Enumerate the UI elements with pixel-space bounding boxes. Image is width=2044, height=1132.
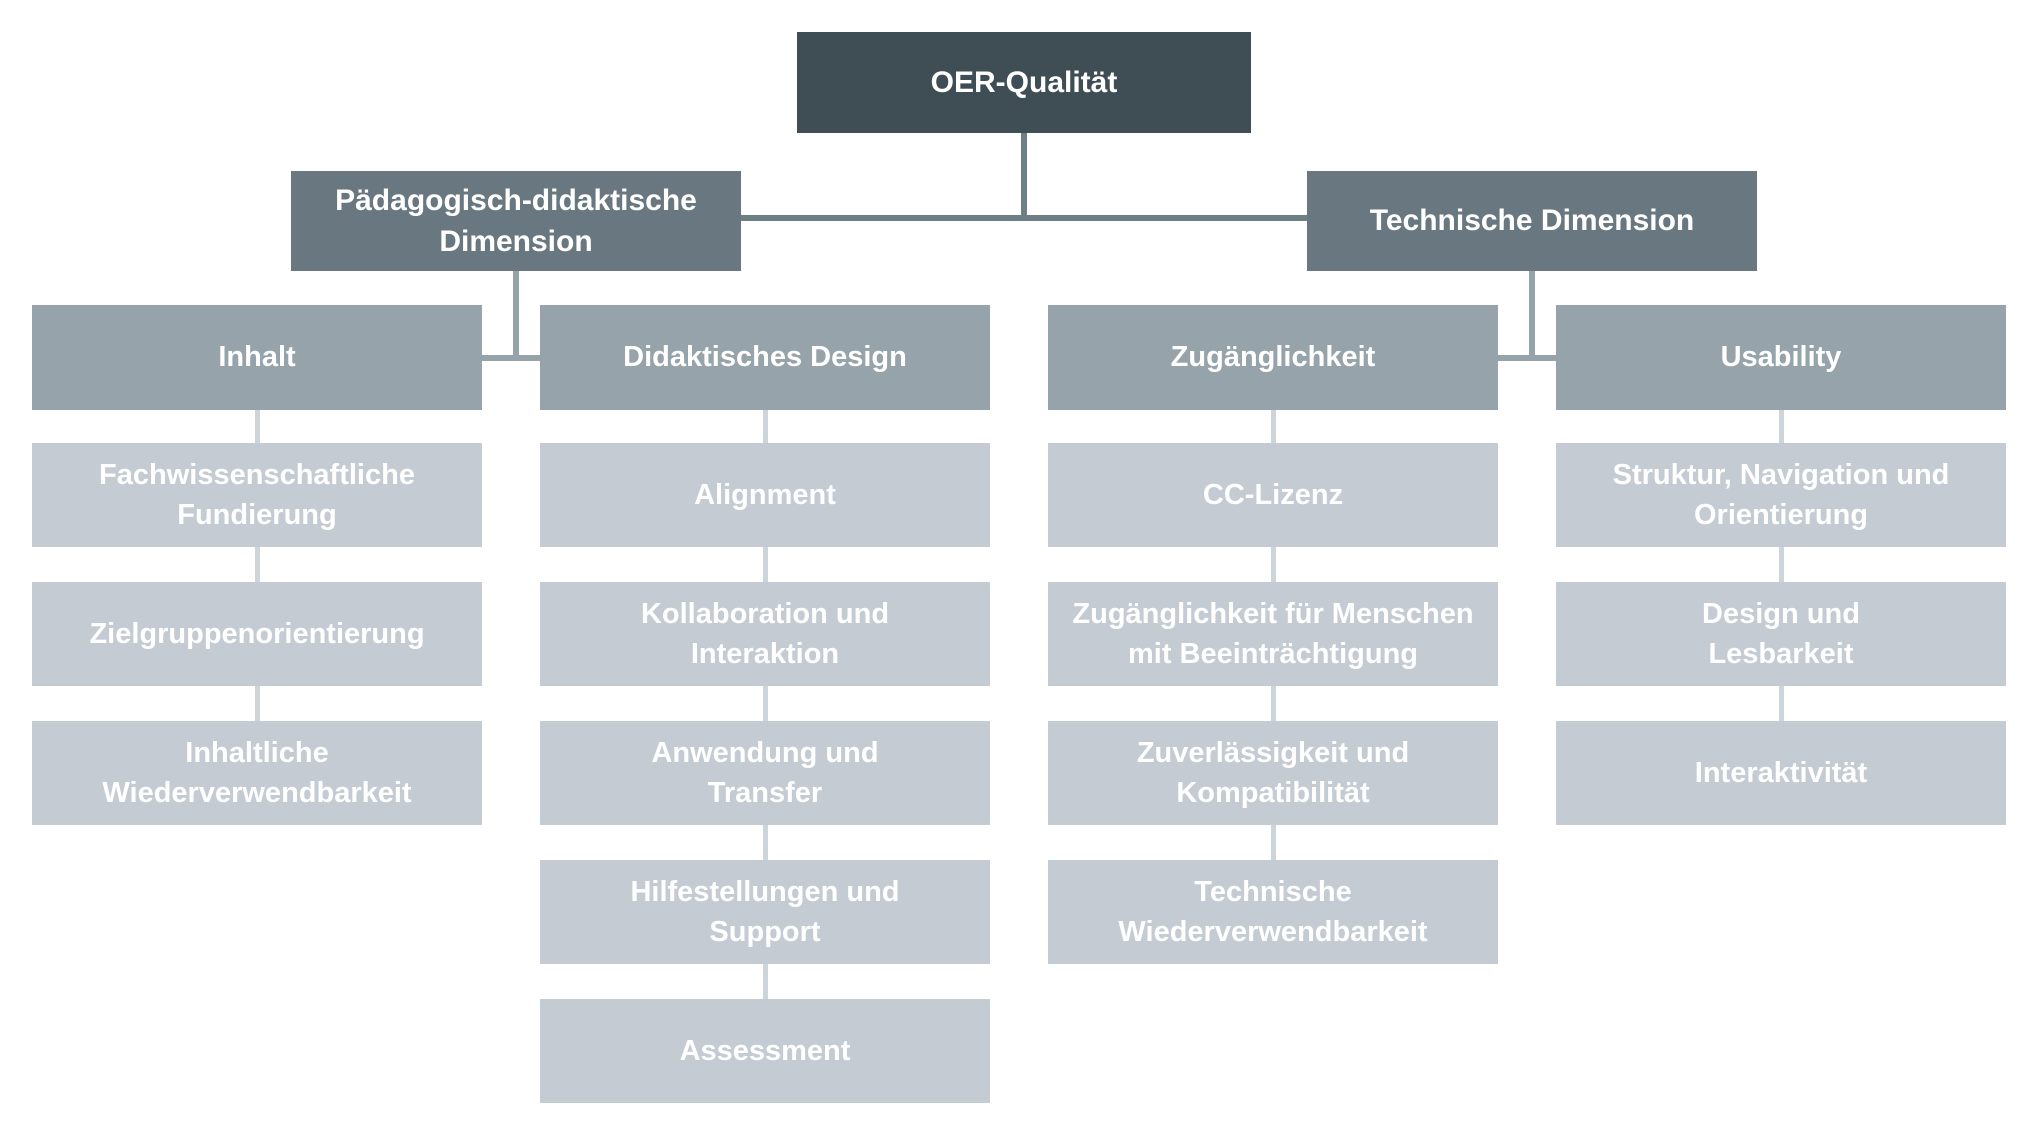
criterion-node-cc-lizenz: CC-Lizenz: [1048, 443, 1498, 547]
dimension-node-paedagogisch-didaktische: Pädagogisch-didaktische Dimension: [291, 171, 741, 271]
category-node-didaktisches-design: Didaktisches Design: [540, 305, 990, 410]
connector-zugaenglichkeit-4: [1270, 825, 1276, 860]
connector-inhalt-3: [254, 686, 260, 721]
connector-paedagogisch-drop: [513, 271, 519, 361]
connector-root-horizontal: [741, 215, 1307, 221]
connector-didaktisches-design-3: [762, 686, 768, 721]
criterion-node-anwendung-und-transfer: Anwendung und Transfer: [540, 721, 990, 825]
criterion-node-zuverlaessigkeit-und-kompatibilitaet: Zuverlässigkeit und Kompatibilität: [1048, 721, 1498, 825]
connector-usability-2: [1778, 547, 1784, 582]
connector-usability-1: [1778, 410, 1784, 443]
criterion-node-interaktivitaet: Interaktivität: [1556, 721, 2006, 825]
root-node-oer-qualitaet: OER-Qualität: [797, 32, 1251, 133]
criterion-node-zielgruppenorientierung: Zielgruppenorientierung: [32, 582, 482, 686]
category-node-usability: Usability: [1556, 305, 2006, 410]
connector-inhalt-2: [254, 547, 260, 582]
connector-didaktisches-design-4: [762, 825, 768, 860]
connector-zugaenglichkeit-1: [1270, 410, 1276, 443]
criterion-node-design-und-lesbarkeit: Design und Lesbarkeit: [1556, 582, 2006, 686]
category-node-zugaenglichkeit: Zugänglichkeit: [1048, 305, 1498, 410]
connector-zugaenglichkeit-2: [1270, 547, 1276, 582]
connector-didaktisches-design-2: [762, 547, 768, 582]
criterion-node-alignment: Alignment: [540, 443, 990, 547]
criterion-node-fachwissenschaftliche-fundierung: Fachwissenschaftliche Fundierung: [32, 443, 482, 547]
criterion-node-inhaltliche-wiederverwendbarkeit: Inhaltliche Wiederverwendbarkeit: [32, 721, 482, 825]
criterion-node-struktur-navigation-und-orientierung: Struktur, Navigation und Orientierung: [1556, 443, 2006, 547]
dimension-node-technische: Technische Dimension: [1307, 171, 1757, 271]
connector-root-drop: [1021, 133, 1027, 221]
connector-usability-3: [1778, 686, 1784, 721]
connector-inhalt-didaktisches-stub: [482, 355, 540, 361]
connector-inhalt-1: [254, 410, 260, 443]
criterion-node-zugaenglichkeit-fuer-menschen-mit-beeintraechtigung: Zugänglichkeit für Menschen mit Beeinträ…: [1048, 582, 1498, 686]
criterion-node-technische-wiederverwendbarkeit: Technische Wiederverwendbarkeit: [1048, 860, 1498, 964]
criterion-node-assessment: Assessment: [540, 999, 990, 1103]
criterion-node-kollaboration-und-interaktion: Kollaboration und Interaktion: [540, 582, 990, 686]
criterion-node-hilfestellungen-und-support: Hilfestellungen und Support: [540, 860, 990, 964]
connector-zugaenglichkeit-3: [1270, 686, 1276, 721]
connector-technische-drop: [1529, 271, 1535, 361]
connector-didaktisches-design-1: [762, 410, 768, 443]
category-node-inhalt: Inhalt: [32, 305, 482, 410]
connector-zugaenglichkeit-usability-stub: [1498, 355, 1556, 361]
connector-didaktisches-design-5: [762, 964, 768, 999]
